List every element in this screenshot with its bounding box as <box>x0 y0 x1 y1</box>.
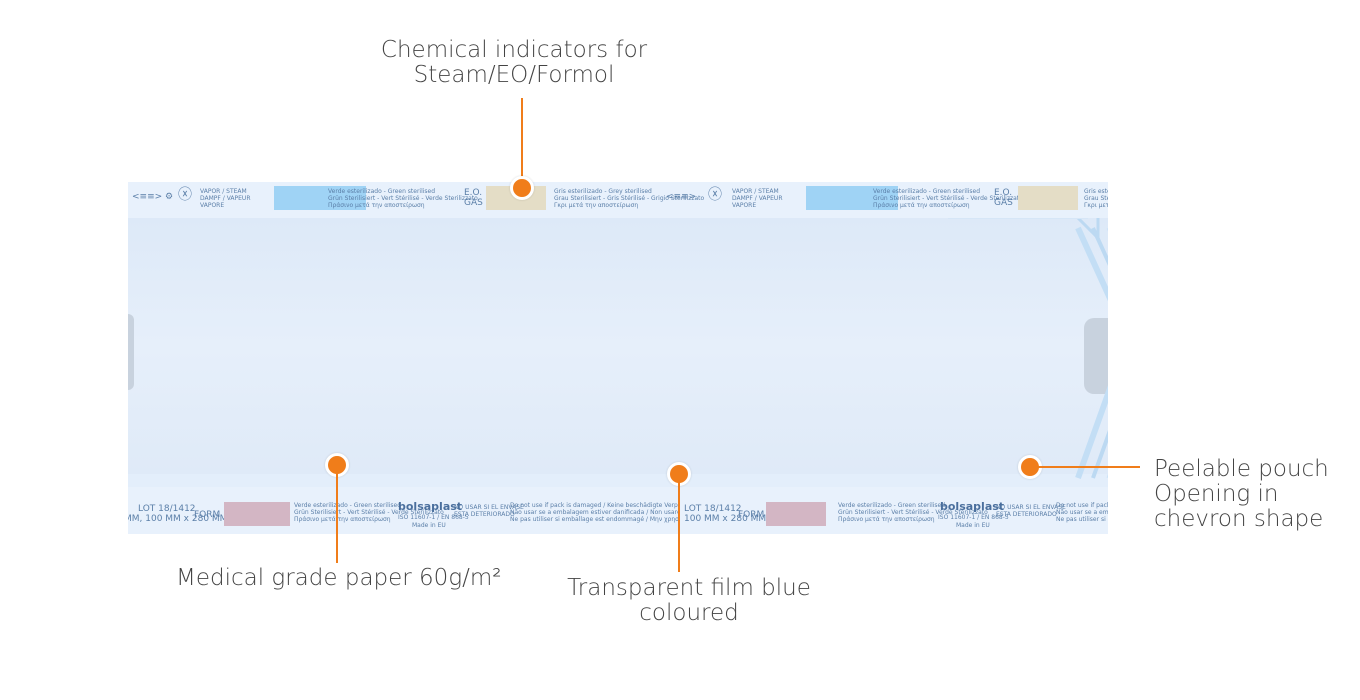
do-not-use-label: Do not use if pack is damaged / Keine be… <box>510 502 680 523</box>
grey-sterilized-label: Gris esterilizado - Grey sterilised Grau… <box>554 188 705 209</box>
steam-indicator-swatch <box>806 186 898 210</box>
peelable-pouch-leader-line <box>1030 466 1140 468</box>
vapor-steam-label: VAPOR / STEAM DAMPF / VAPEUR VAPORE <box>200 188 251 209</box>
transparent-film-leader-line <box>678 474 680 572</box>
medical-paper-label: Medical grade paper 60g/m² <box>176 565 502 591</box>
lot-label: LOT 18/1412 100 MM x 280 MM <box>684 504 767 524</box>
lot-label: LOT 18/1412 MM, 100 MM x 280 MM <box>128 504 228 524</box>
green-sterilized-label: Verde esterilizado - Green sterilised Gr… <box>838 502 988 523</box>
formol-indicator-swatch <box>224 502 290 526</box>
form-label: FORM <box>194 510 221 520</box>
formol-indicator-swatch <box>766 502 826 526</box>
left-seal-edge <box>128 314 134 390</box>
chemical-indicators-leader-line <box>521 98 523 188</box>
no-usar-label: NO USAR SI EL ENVASE ESTA DETERIORADO <box>454 504 524 518</box>
grey-sterilized-label: Gris esterilizado - Grey sterilised Grau… <box>1084 188 1108 209</box>
brand-logo: bolsaplast <box>398 500 463 513</box>
steam-indicator-swatch <box>274 186 366 210</box>
green-sterilized-label: Verde esterilizado - Green sterilised Gr… <box>328 188 478 209</box>
right-seal-edge <box>1084 318 1108 394</box>
bottom-print-band <box>128 487 1108 534</box>
brand-logo: bolsaplast <box>940 500 1005 513</box>
iso-label: ISO 11607-1 / EN 868-5 <box>938 514 1009 521</box>
eo-indicator-swatch <box>1018 186 1078 210</box>
made-in-label: Made in EU <box>412 522 446 529</box>
peelable-pouch-label: Peelable pouch Opening in chevron shape <box>1154 456 1329 532</box>
made-in-label: Made in EU <box>956 522 990 529</box>
transparent-film-area <box>128 218 1108 474</box>
vapor-steam-label: VAPOR / STEAM DAMPF / VAPEUR VAPORE <box>732 188 783 209</box>
eo-gas-label: E.O. GAS <box>464 188 483 208</box>
green-sterilized-label: Verde esterilizado - Green sterilised Gr… <box>294 502 444 523</box>
chemical-indicators-marker <box>510 176 534 200</box>
pen-icon: <≡≡> ⚙ <box>132 192 174 202</box>
chevron-opening-shape <box>948 218 1108 480</box>
medical-paper-leader-line <box>336 465 338 563</box>
no-usar-label: NO USAR SI EL ENVASE ESTA DETERIORADO <box>996 504 1066 518</box>
green-sterilized-label: Verde esterilizado - Green sterilised Gr… <box>873 188 1023 209</box>
sterilization-pouch: <≡≡> ⚙ ⓧ VAPOR / STEAM DAMPF / VAPEUR VA… <box>128 182 1108 534</box>
transparent-film-label: Transparent film blue coloured <box>567 575 811 626</box>
eo-gas-label: E.O. GAS <box>994 188 1013 208</box>
no-reuse-icon: ⓧ <box>178 187 192 203</box>
no-reuse-icon: ⓧ <box>708 187 722 203</box>
pen-icon: <≡≡> <box>666 192 697 202</box>
do-not-use-label: Do not use if pack is damaged / Keine be… <box>1056 502 1108 523</box>
form-label: FORM <box>738 510 765 520</box>
iso-label: ISO 11607-1 / EN 868-5 <box>398 514 469 521</box>
chemical-indicators-label: Chemical indicators for Steam/EO/Formol <box>380 37 648 88</box>
